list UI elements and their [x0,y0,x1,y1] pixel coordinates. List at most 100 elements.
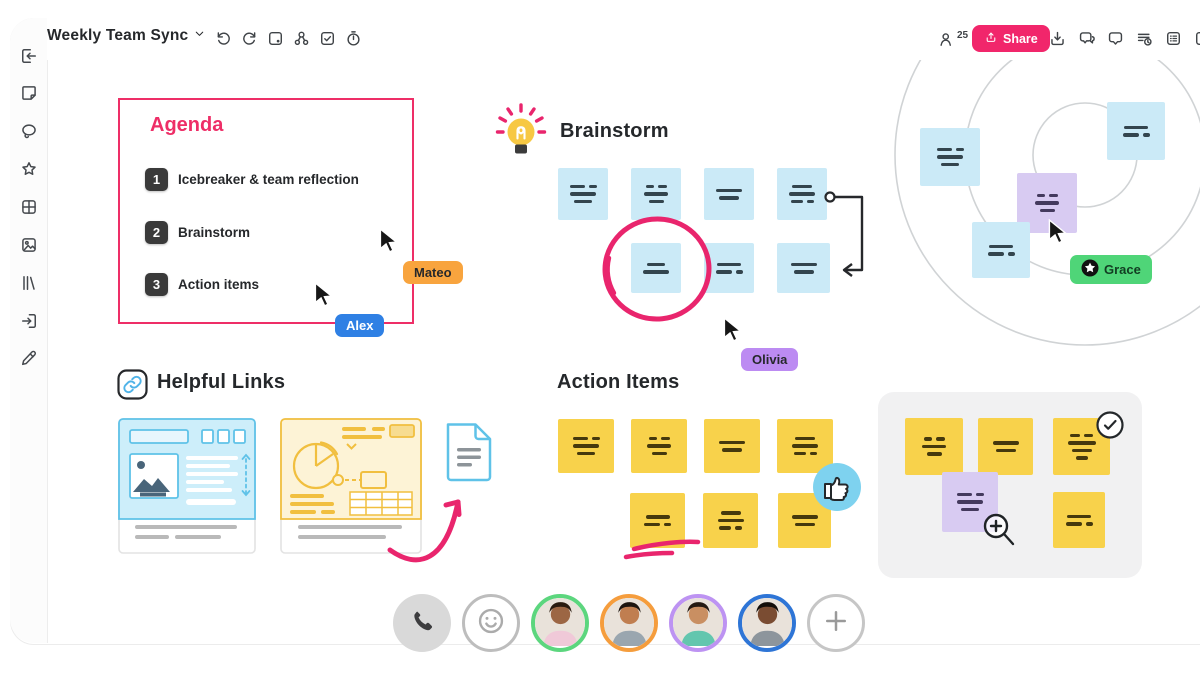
sticky-note-icon[interactable] [17,81,41,105]
redo-icon[interactable] [236,25,262,51]
checkbox-icon[interactable] [314,25,340,51]
star-icon[interactable] [17,157,41,181]
exit-icon[interactable] [17,44,41,68]
notes-icon[interactable] [1160,25,1186,51]
sticky-note-yellow[interactable] [777,419,833,473]
sticky-note-blue[interactable] [631,168,681,220]
cursor-pointer-mateo [377,227,399,259]
clipboard-icon[interactable] [1189,25,1200,51]
sticky-note-blue[interactable] [972,222,1030,278]
sticky-note-blue[interactable] [558,168,608,220]
connector-arrow[interactable] [818,183,876,283]
avatar [673,598,723,648]
download-icon[interactable] [1044,25,1070,51]
page-title: Weekly Team Sync [47,27,189,44]
sticky-note-yellow[interactable] [905,418,963,475]
cursor-label-olivia: Olivia [741,348,799,371]
timer-icon[interactable] [340,25,366,51]
thumbs-up-reaction[interactable] [812,462,862,512]
call-button[interactable] [393,594,451,652]
workflow-icon[interactable] [288,25,314,51]
agenda-item-label: Brainstorm [178,225,251,240]
cursor-user-name: Olivia [752,352,788,367]
participant-avatar[interactable] [600,594,658,652]
cursor-pointer-grace [1046,218,1068,250]
sticky-note-blue[interactable] [704,168,754,220]
chats-icon[interactable] [1073,25,1099,51]
cursor-user-name: Mateo [414,265,452,280]
cursor-label-grace: Grace [1070,255,1152,284]
sticky-note-yellow[interactable] [778,493,831,548]
sticky-note-yellow[interactable] [1053,492,1105,548]
reactions-button[interactable] [462,594,520,652]
agenda-item-label: Icebreaker & team reflection [178,172,359,187]
library-icon[interactable] [17,271,41,295]
lasso-icon[interactable] [17,119,41,143]
link-card-dashboard[interactable] [280,418,422,554]
sticky-note-yellow[interactable] [704,419,760,473]
plus-icon [821,606,851,641]
brainstorm-heading: Brainstorm [560,120,669,142]
pencil-icon[interactable] [17,346,41,370]
sticky-note-blue[interactable] [777,168,827,220]
avatar [604,598,654,648]
image-icon[interactable] [17,233,41,257]
avatar [742,598,792,648]
document-icon[interactable] [442,422,496,484]
zoom-in-icon[interactable] [982,512,1018,552]
phone-icon [409,608,435,639]
edit-toolbar [210,25,366,51]
agenda-item[interactable]: 1 Icebreaker & team reflection [145,168,359,191]
agenda-frame[interactable]: Agenda 1 Icebreaker & team reflection 2 Bra… [118,98,414,324]
avatar [535,598,585,648]
lightbulb-icon[interactable] [495,102,547,160]
marker-circle-annotation[interactable] [600,212,716,328]
collaborator-count: 25 [957,30,969,41]
sticky-note-yellow[interactable] [631,419,687,473]
sticky-note-yellow[interactable] [1053,418,1110,475]
agenda-item-number: 2 [145,221,168,244]
marker-arrow-annotation[interactable] [384,486,474,572]
sticky-note-blue[interactable] [920,128,980,186]
collaborators-indicator[interactable]: 25 [936,29,968,49]
import-icon[interactable] [17,309,41,333]
sticky-note-yellow[interactable] [703,493,758,548]
person-icon [936,29,956,49]
sticky-note-blue[interactable] [704,243,754,293]
upload-icon [984,30,998,47]
chevron-down-icon [193,27,206,45]
agenda-title: Agenda [150,114,224,136]
link-icon[interactable] [117,369,148,400]
participants-strip [393,594,865,652]
cursor-user-name: Grace [1104,262,1141,277]
comment-icon[interactable] [1102,25,1128,51]
cursor-user-name: Alex [346,318,374,333]
star-badge-icon [1081,259,1099,280]
activity-icon[interactable] [1131,25,1157,51]
action-items-heading: Action Items [557,371,680,393]
undo-icon[interactable] [210,25,236,51]
agenda-item[interactable]: 2 Brainstorm [145,221,250,244]
left-toolbar [10,18,48,643]
document-title-menu[interactable]: Weekly Team Sync [47,27,206,45]
agenda-item-number: 1 [145,168,168,191]
check-circle-icon[interactable] [1096,411,1124,439]
share-button[interactable]: Share [972,25,1050,52]
sticky-note-yellow[interactable] [978,418,1033,475]
sticky-note-blue[interactable] [631,243,681,293]
frame-icon[interactable] [262,25,288,51]
add-participant-button[interactable] [807,594,865,652]
sticky-note-blue[interactable] [1107,102,1165,160]
table-icon[interactable] [17,195,41,219]
sticky-note-yellow[interactable] [630,493,685,548]
participant-avatar[interactable] [669,594,727,652]
marker-underline-annotation[interactable] [622,536,706,564]
participant-avatar[interactable] [738,594,796,652]
agenda-item-label: Action items [178,277,260,292]
link-card-webpage[interactable] [118,418,256,554]
sticky-note-blue[interactable] [777,243,830,293]
sticky-note-yellow[interactable] [558,419,614,473]
participant-avatar[interactable] [531,594,589,652]
